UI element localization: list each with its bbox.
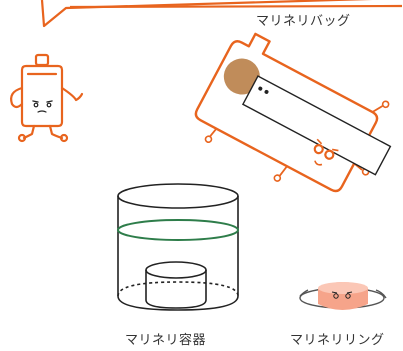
marinelli-bag-icon <box>194 32 392 193</box>
speech-bubble-icon <box>40 0 403 28</box>
marinelli-ring-label: マリネリリング <box>290 333 385 348</box>
marinelli-container-label: マリネリ容器 <box>125 333 207 348</box>
marinelli-ring-icon <box>299 282 387 310</box>
mascot-character-icon <box>10 53 84 143</box>
marinelli-bag-label: マリネリバッグ <box>256 14 351 29</box>
marinelli-container-icon <box>117 183 239 311</box>
